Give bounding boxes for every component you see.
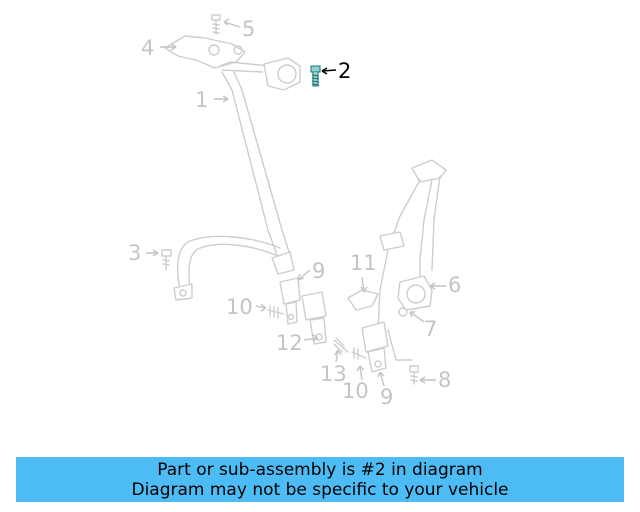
- callout-1: 1: [195, 88, 208, 112]
- buckle-assembly: [301, 291, 327, 345]
- leader-arrows: [146, 18, 446, 387]
- part-2-bolt-highlighted: [310, 65, 321, 87]
- callout-9-lower: 9: [380, 385, 393, 409]
- callout-2: 2: [338, 59, 351, 83]
- banner-line-part: Part or sub-assembly is #2 in diagram: [157, 459, 483, 480]
- retractor-upper: [263, 57, 301, 91]
- callout-5: 5: [242, 17, 255, 41]
- right-belt-assembly: [377, 159, 447, 385]
- part-9-tongue: [279, 277, 301, 325]
- part-11-bracket: [347, 289, 379, 311]
- info-banner: Part or sub-assembly is #2 in diagram Di…: [16, 457, 624, 502]
- callout-8: 8: [438, 368, 451, 392]
- callout-12: 12: [276, 331, 303, 355]
- callout-3: 3: [128, 241, 141, 265]
- part-4-anchor-bracket: [164, 35, 246, 69]
- callout-13: 13: [320, 362, 347, 386]
- callout-10-upper: 10: [226, 295, 253, 319]
- lower-buckle: [351, 321, 389, 373]
- callout-9-upper: 9: [312, 259, 325, 283]
- callout-10-lower: 10: [342, 379, 369, 403]
- callout-6: 6: [448, 273, 461, 297]
- part-3-lower-belt-loop: [161, 235, 281, 301]
- callout-11: 11: [350, 251, 377, 275]
- part-5-screw: [211, 14, 221, 35]
- part-10-bolt: [267, 305, 285, 319]
- callout-7: 7: [424, 317, 437, 341]
- part-13-bolt: [333, 337, 349, 353]
- callout-labels: 5 4 1 2 3 9 10 11 6 7 12 13 10 9 8: [128, 17, 461, 409]
- callout-4: 4: [141, 36, 154, 60]
- seat-belt-parts-diagram: 5 4 1 2 3 9 10 11 6 7 12 13 10 9 8: [128, 14, 461, 409]
- part-1-belt: [219, 61, 295, 275]
- banner-line-disclaimer: Diagram may not be specific to your vehi…: [131, 479, 509, 500]
